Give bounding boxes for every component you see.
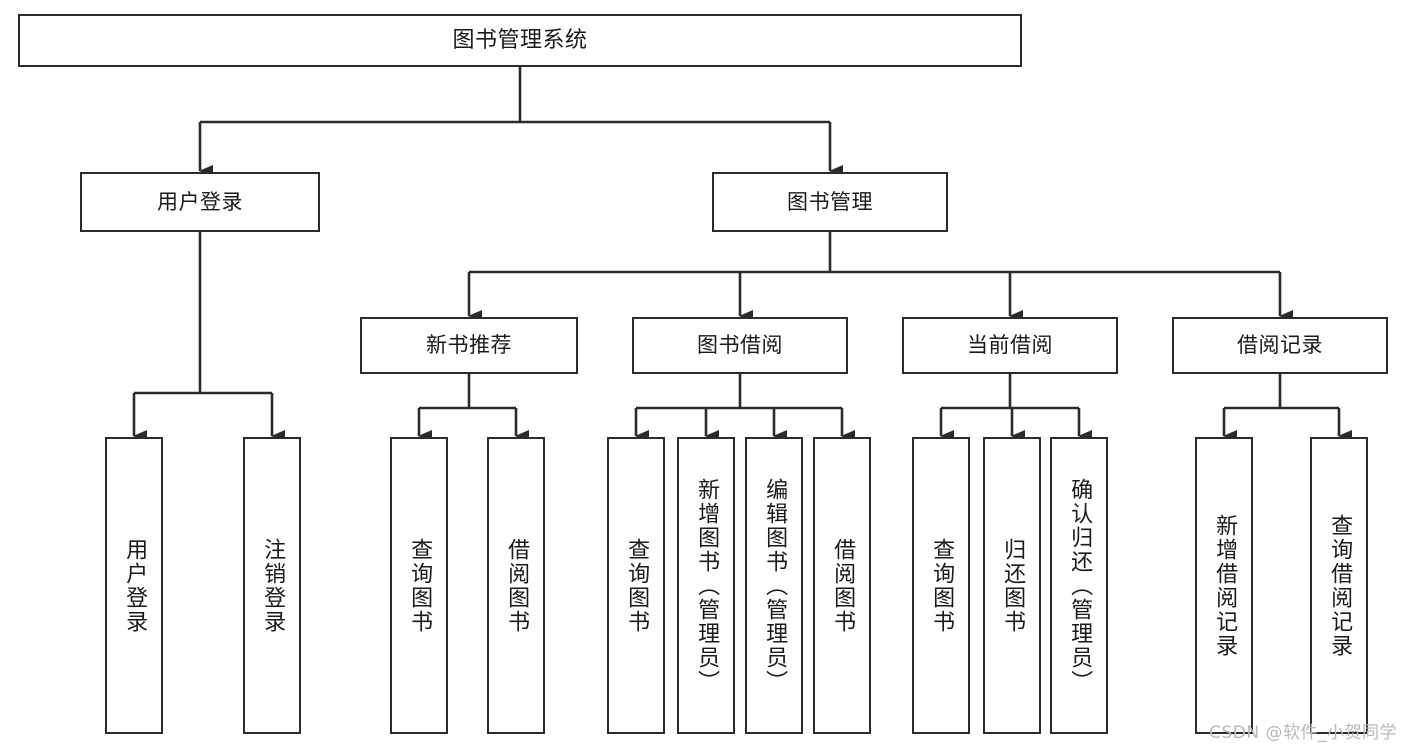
node-leaf-return-book[interactable]: 归还图书 bbox=[983, 437, 1041, 734]
node-current-borrow[interactable]: 当前借阅 bbox=[902, 317, 1118, 374]
watermark-text: CSDN @软件_小贺同学 bbox=[1209, 723, 1397, 743]
node-leaf-borrow-book-1[interactable]: 借阅图书 bbox=[487, 437, 545, 734]
node-leaf-edit-book[interactable]: 编辑图书（管理员） bbox=[745, 437, 803, 734]
node-leaf-logout-login[interactable]: 注销登录 bbox=[243, 437, 301, 734]
node-leaf-add-book-label: 新增图书（管理员） bbox=[694, 477, 720, 694]
node-leaf-query-book-1[interactable]: 查询图书 bbox=[390, 437, 448, 734]
node-current-borrow-label: 当前借阅 bbox=[967, 333, 1053, 358]
node-leaf-return-book-label: 归还图书 bbox=[1000, 537, 1026, 634]
node-book-borrow[interactable]: 图书借阅 bbox=[632, 317, 848, 374]
node-leaf-user-login-label: 用户登录 bbox=[122, 537, 148, 634]
node-leaf-query-book-2-label: 查询图书 bbox=[624, 537, 650, 634]
node-leaf-add-record[interactable]: 新增借阅记录 bbox=[1195, 437, 1253, 734]
edge-group bbox=[132, 67, 1352, 442]
node-book-manage[interactable]: 图书管理 bbox=[712, 172, 948, 232]
node-leaf-query-record-label: 查询借阅记录 bbox=[1327, 513, 1353, 658]
node-leaf-query-record[interactable]: 查询借阅记录 bbox=[1310, 437, 1368, 734]
node-user-login-label: 用户登录 bbox=[157, 189, 243, 214]
node-leaf-edit-book-label: 编辑图书（管理员） bbox=[762, 477, 788, 694]
node-leaf-confirm-return[interactable]: 确认归还（管理员） bbox=[1050, 437, 1108, 734]
node-book-borrow-label: 图书借阅 bbox=[697, 333, 783, 358]
node-borrow-record[interactable]: 借阅记录 bbox=[1172, 317, 1388, 374]
node-leaf-query-book-1-label: 查询图书 bbox=[407, 537, 433, 634]
node-new-book-recommend-label: 新书推荐 bbox=[426, 333, 512, 358]
node-leaf-borrow-book-1-label: 借阅图书 bbox=[504, 537, 530, 634]
node-leaf-query-book-3[interactable]: 查询图书 bbox=[912, 437, 970, 734]
node-root-system-label: 图书管理系统 bbox=[452, 27, 588, 53]
node-borrow-record-label: 借阅记录 bbox=[1237, 333, 1323, 358]
node-leaf-query-book-3-label: 查询图书 bbox=[929, 537, 955, 634]
node-leaf-add-record-label: 新增借阅记录 bbox=[1212, 513, 1238, 658]
node-leaf-borrow-book-2[interactable]: 借阅图书 bbox=[813, 437, 871, 734]
node-new-book-recommend[interactable]: 新书推荐 bbox=[360, 317, 578, 374]
node-leaf-logout-login-label: 注销登录 bbox=[260, 537, 286, 634]
node-leaf-add-book[interactable]: 新增图书（管理员） bbox=[677, 437, 735, 734]
node-leaf-confirm-return-label: 确认归还（管理员） bbox=[1067, 477, 1093, 694]
node-leaf-borrow-book-2-label: 借阅图书 bbox=[830, 537, 856, 634]
node-root-system[interactable]: 图书管理系统 bbox=[18, 14, 1022, 67]
node-leaf-query-book-2[interactable]: 查询图书 bbox=[607, 437, 665, 734]
node-book-manage-label: 图书管理 bbox=[787, 189, 873, 214]
node-user-login[interactable]: 用户登录 bbox=[80, 172, 320, 232]
node-leaf-user-login[interactable]: 用户登录 bbox=[105, 437, 163, 734]
